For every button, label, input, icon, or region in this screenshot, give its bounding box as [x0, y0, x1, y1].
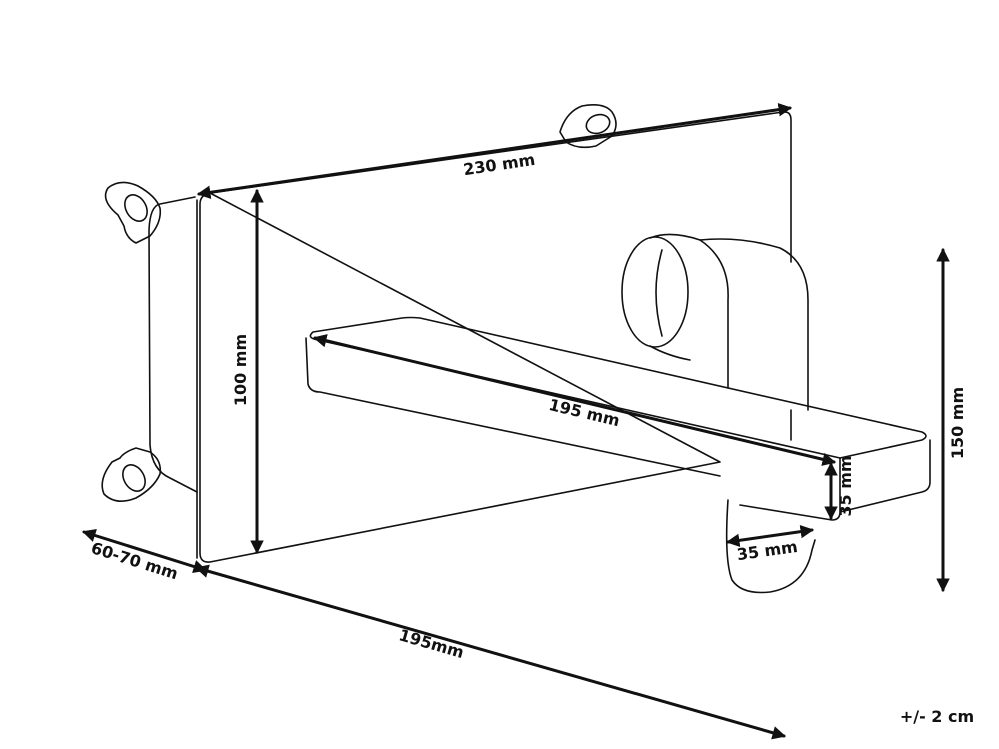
spout-left-end [305, 337, 721, 477]
dim-line-spout-width [725, 524, 815, 548]
dim-line-total-depth [195, 564, 786, 740]
label-plate-height: 100 mm [231, 334, 250, 406]
dimension-labels: 230 mm 100 mm 195 mm 35 mm 35 mm 150 mm … [89, 150, 974, 726]
label-total-depth: 195mm [397, 625, 466, 662]
label-spout-height: 35 mm [836, 455, 855, 516]
wall-plate-outline [199, 111, 792, 563]
handle-base-ring [621, 236, 689, 348]
dimension-lines [82, 102, 950, 740]
mounting-box-outline [148, 196, 198, 493]
dim-line-wall-depth [82, 528, 207, 574]
bracket-hole-bottom-left [122, 464, 146, 492]
label-tolerance: +/- 2 cm [900, 707, 974, 726]
bracket-hole-top-left [124, 194, 148, 222]
mounting-box [101, 104, 617, 502]
dim-line-plate-width [196, 102, 793, 200]
label-wall-depth: 60-70 mm [89, 538, 181, 583]
bracket-hole-top-right [585, 113, 611, 135]
label-total-height: 150 mm [948, 387, 967, 459]
handle-lever [699, 238, 809, 411]
wall-plate [196, 111, 792, 563]
spout-front-face [739, 439, 931, 521]
mounting-bracket-bottom [101, 447, 162, 502]
handle-collar [649, 233, 701, 361]
dim-line-spout-length [313, 334, 836, 466]
spout-top-face [309, 316, 927, 459]
mounting-bracket-top [104, 181, 162, 244]
